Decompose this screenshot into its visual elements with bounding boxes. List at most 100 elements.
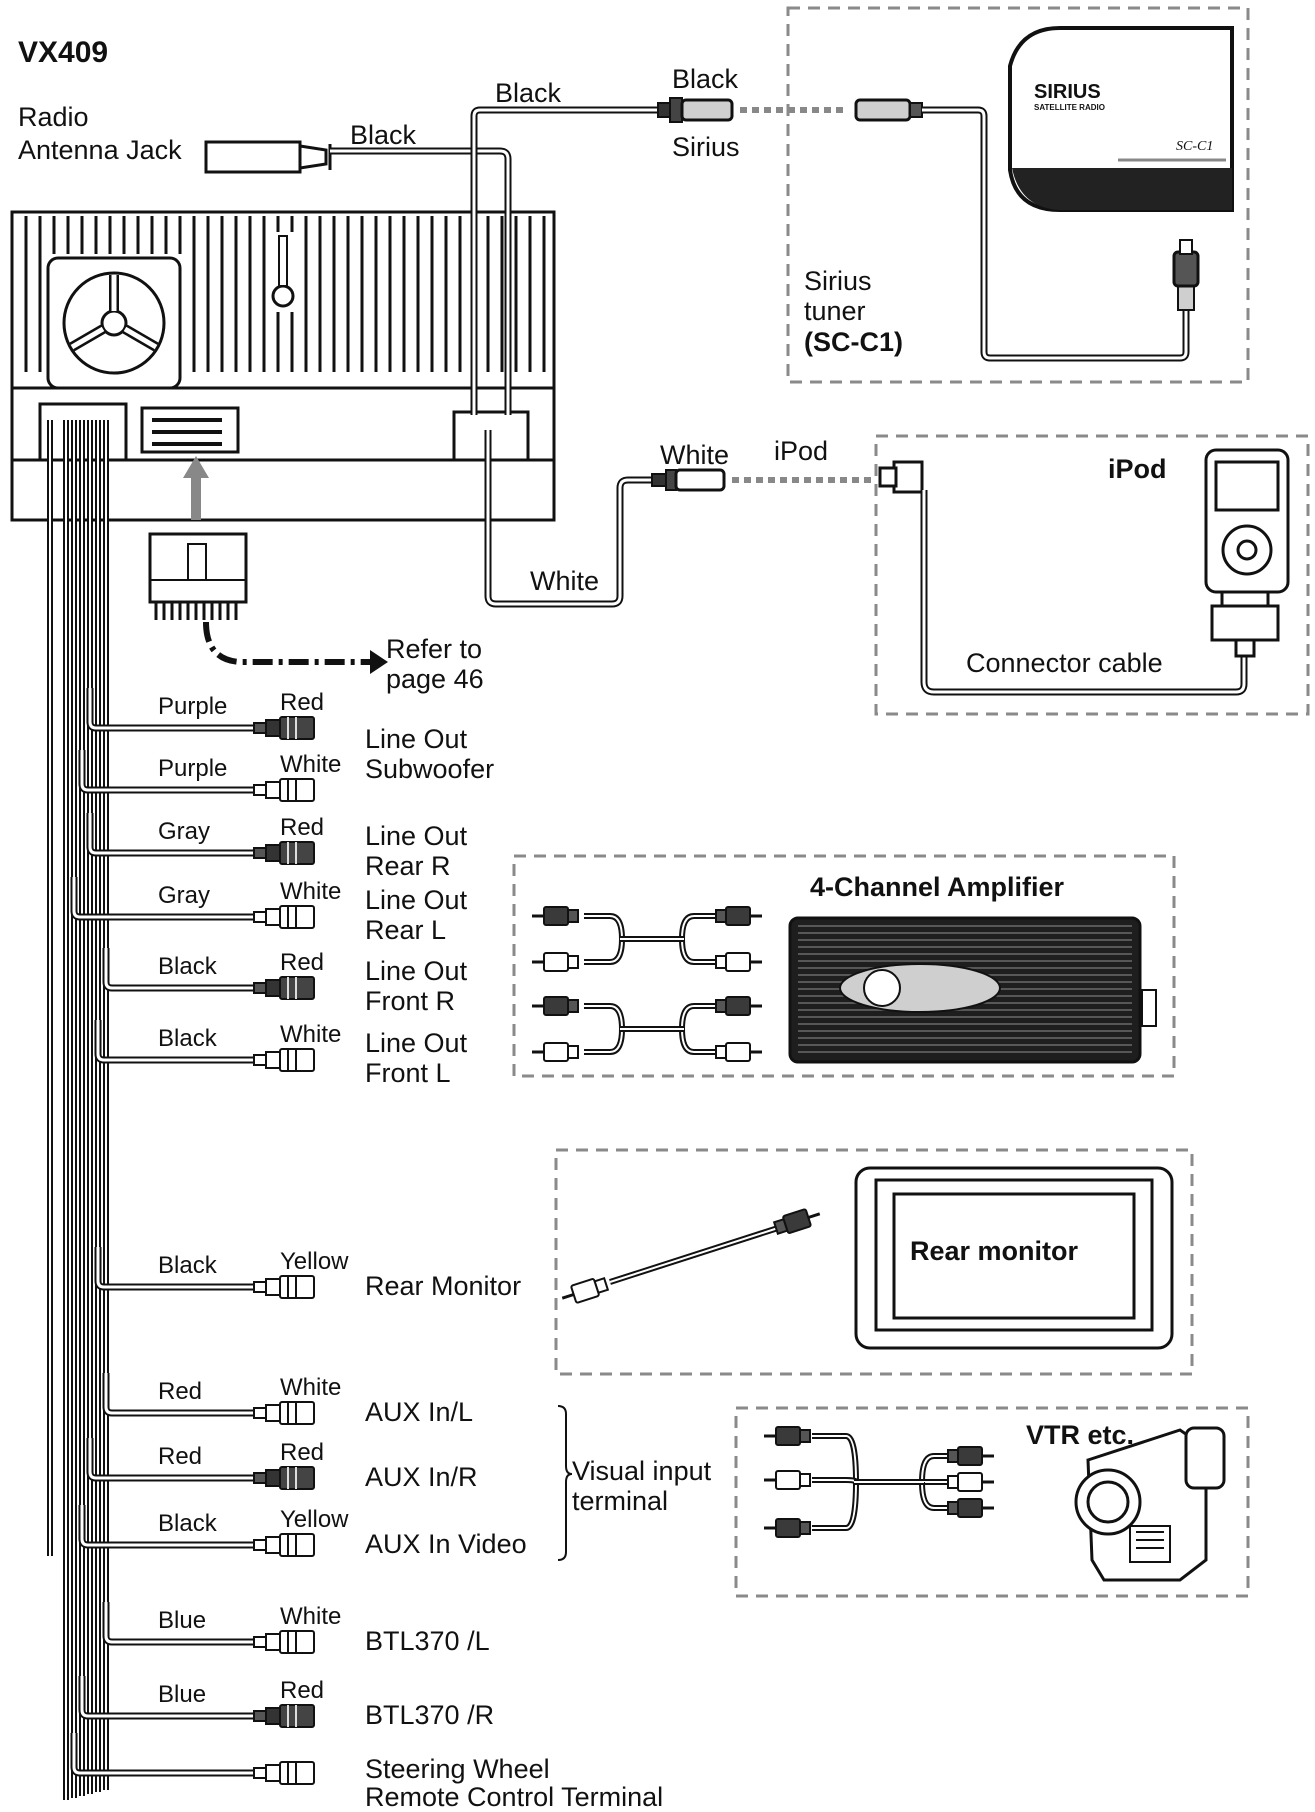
rca-plug-left [762, 1469, 812, 1491]
rca-plug [253, 976, 315, 1000]
output-row [78, 750, 315, 802]
wire-bundle [47, 420, 109, 1800]
rca-plug [253, 1466, 315, 1490]
output-label-line2: Subwoofer [365, 754, 495, 784]
wire-color-label: Black [158, 1252, 217, 1279]
wire-color-label: Blue [158, 1607, 207, 1634]
plug-color-label: Red [280, 1677, 325, 1704]
output-row [70, 1733, 315, 1785]
sirius-tuner-label-line2: tuner [804, 296, 866, 326]
output-row [78, 1505, 315, 1557]
rca-plug-left [530, 905, 580, 927]
antenna-wire-color: Black [350, 120, 417, 150]
harness-plug [148, 532, 388, 674]
output-wire [70, 1733, 256, 1777]
wire-color-label: Purple [158, 693, 228, 720]
vtr-title: VTR etc. [1026, 1420, 1135, 1450]
output-row [94, 1020, 315, 1072]
rca-plug [253, 716, 315, 740]
amplifier-title: 4-Channel Amplifier [810, 872, 1065, 902]
sirius-tuner-label-line1: Sirius [804, 266, 872, 296]
output-label-line2: Front L [365, 1058, 451, 1088]
sirius-device-code: SC-C1 [1176, 139, 1213, 154]
wire-color-label: Gray [158, 818, 211, 845]
model-title: VX409 [18, 36, 109, 69]
rca-plug [253, 1401, 315, 1425]
output-label-line1: Line Out [365, 1028, 468, 1058]
wire-color-label: Black [158, 1025, 217, 1052]
sirius-tuner-device: SIRIUS SATELLITE RADIO SC-C1 [1008, 26, 1234, 212]
output-row [78, 1676, 315, 1728]
rca-plug-right [714, 995, 764, 1017]
wire-color-label: Red [158, 1443, 203, 1470]
rca-plug [253, 841, 315, 865]
sirius-plug-label: Sirius [672, 132, 740, 162]
visual-input-brace [557, 1405, 573, 1561]
antenna-jack [204, 140, 512, 415]
amplifier-box [512, 854, 1176, 1078]
rca-plug [253, 1275, 315, 1299]
output-row [70, 877, 315, 929]
sirius-plug-color: Black [672, 64, 739, 94]
plug-color-label: Red [280, 814, 325, 841]
sirius-tuner-model: (SC-C1) [804, 327, 903, 357]
output-row [102, 1602, 315, 1654]
rca-plug-right [714, 951, 764, 973]
output-label-line1: Line Out [365, 885, 468, 915]
output-label: AUX In/R [365, 1462, 478, 1492]
wire-color-label: Black [158, 953, 217, 980]
rca-plug-right [946, 1445, 996, 1467]
rca-plug [253, 905, 315, 929]
vtr-box [734, 1406, 1250, 1598]
rca-plug-left [530, 995, 580, 1017]
wire-color-label: Gray [158, 882, 211, 909]
rear-monitor-box [554, 1148, 1194, 1376]
ipod-title: iPod [1108, 454, 1167, 484]
sirius-cable [470, 97, 1200, 415]
plug-color-label: White [280, 1374, 342, 1401]
plug-color-label: Yellow [280, 1248, 349, 1275]
harness-note-line2: page 46 [386, 664, 484, 694]
wire-color-label: Blue [158, 1681, 207, 1708]
sirius-tuner-box [786, 6, 1250, 384]
output-label-line1: Line Out [365, 821, 468, 851]
output-label: BTL370 /R [365, 1700, 495, 1730]
output-label-line2: Remote Control Terminal [365, 1782, 664, 1812]
output-label: AUX In/L [365, 1397, 474, 1427]
output-row [86, 688, 315, 740]
output-row [94, 1247, 315, 1299]
output-row [102, 1373, 315, 1425]
rear-monitor-device [854, 1166, 1174, 1350]
rca-plug [253, 1704, 315, 1728]
output-label: AUX In Video [365, 1529, 527, 1559]
rear-monitor-cable [557, 1203, 825, 1309]
rca-plug [253, 1630, 315, 1654]
visual-input-label-line2: terminal [572, 1486, 669, 1516]
ipod-wire-color: White [530, 566, 600, 596]
output-label-line1: Line Out [365, 724, 468, 754]
rca-plug-right [714, 905, 764, 927]
output-label: BTL370 /L [365, 1626, 490, 1656]
ipod-plug-color: White [660, 440, 730, 470]
rca-plug-left [530, 951, 580, 973]
sirius-wire-color: Black [495, 78, 562, 108]
plug-color-label: Red [280, 1439, 325, 1466]
wire-color-label: Red [158, 1378, 203, 1405]
harness-note-line1: Refer to [386, 634, 483, 664]
plug-color-label: White [280, 878, 342, 905]
plug-color-label: Red [280, 689, 325, 716]
output-label: Rear Monitor [365, 1271, 522, 1301]
plug-color-label: Yellow [280, 1506, 349, 1533]
wire-color-label: Purple [158, 755, 228, 782]
sirius-logo-subtext: SATELLITE RADIO [1034, 103, 1105, 112]
output-label-line1: Line Out [365, 956, 468, 986]
output-row [86, 1438, 315, 1490]
sirius-logo-text: SIRIUS [1034, 81, 1101, 103]
rca-plug [253, 1761, 315, 1785]
ipod-cable-label: Connector cable [966, 648, 1163, 678]
visual-input-label-line1: Visual input [572, 1456, 712, 1486]
output-label-line2: Rear R [365, 851, 451, 881]
rca-plug [253, 778, 315, 802]
rca-plug [253, 1048, 315, 1072]
